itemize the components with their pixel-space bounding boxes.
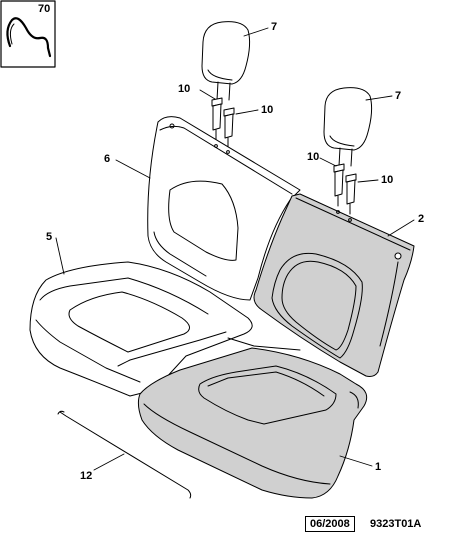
callout-5: 5 (46, 231, 52, 243)
seat-cushion-cover (137, 337, 368, 499)
headrest-guides-left (211, 97, 235, 155)
headrest-guides-right (333, 163, 357, 215)
reference-code: 9323T01A (370, 518, 422, 530)
callout-10c: 10 (307, 151, 319, 163)
wire-rod (57, 410, 192, 499)
callout-7b: 7 (395, 90, 401, 102)
inset-label: 70 (38, 3, 50, 15)
callout-10b: 10 (261, 104, 273, 116)
callout-labels: 70 7 10 10 7 10 10 6 2 5 1 12 (38, 3, 424, 482)
clip-icon (6, 17, 52, 58)
callout-10a: 10 (178, 83, 190, 95)
footer: 06/2008 9323T01A (0, 512, 450, 534)
headrest-left (201, 21, 251, 101)
seat-back-cover (253, 193, 415, 377)
callout-6: 6 (104, 153, 110, 165)
callout-12: 12 (80, 470, 92, 482)
seat-back-frame (147, 116, 301, 301)
callout-2: 2 (418, 213, 424, 225)
callout-1: 1 (375, 461, 381, 473)
callout-7a: 7 (271, 21, 277, 33)
leader-lines (55, 27, 415, 471)
seat-cushion-frame (29, 261, 253, 397)
callout-10d: 10 (381, 174, 393, 186)
date-stamp: 06/2008 (305, 516, 355, 532)
headrest-right (323, 87, 373, 167)
